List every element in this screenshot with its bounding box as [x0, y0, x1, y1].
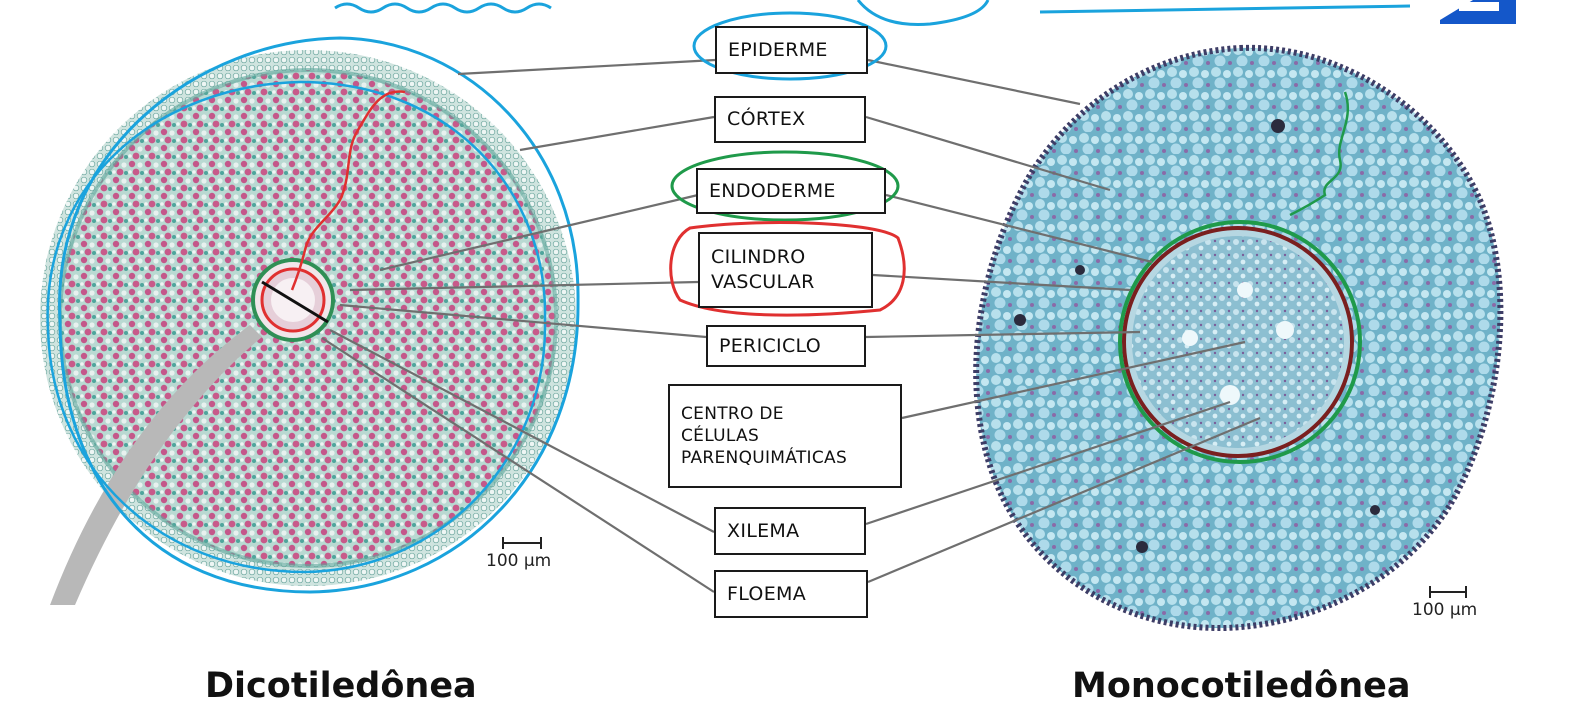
label-epiderme: EPIDERME: [715, 26, 868, 74]
annotation-arc-top: [856, 0, 990, 26]
brand-logo-notch: [1459, 2, 1499, 11]
label-endoderme: ENDODERME: [696, 168, 886, 214]
dicot-stain-streak: [50, 325, 262, 605]
label-cilindro-vascular: CILINDRO VASCULAR: [698, 232, 873, 308]
annotation-line-top: [1039, 4, 1411, 14]
dicot-scale-bar: [502, 537, 542, 549]
annotation-dicot-outer-blue: [58, 36, 580, 594]
annotation-monocot-green-squiggle: [1289, 91, 1350, 217]
leader-lines: [321, 58, 1261, 593]
annotation-monocot-green-ring: [1118, 220, 1362, 464]
label-periciclo: PERICICLO: [706, 325, 866, 367]
dicot-stem-section: [40, 50, 576, 605]
label-floema: FLOEMA: [714, 570, 868, 618]
label-centro-celulas-parenquimaticas: CENTRO DE CÉLULAS PARENQUIMÁTICAS: [668, 384, 902, 488]
label-xilema: XILEMA: [714, 507, 866, 555]
annotation-dicot-line: [261, 280, 329, 324]
annotation-scribble-top: [334, 2, 552, 14]
caption-monocotiledonea: Monocotiledônea: [1072, 666, 1411, 706]
dicot-scale-label: 100 µm: [486, 551, 552, 571]
monocot-central-core: [1132, 236, 1344, 448]
annotation-epiderme-blue-ellipse: [692, 11, 888, 81]
caption-dicotiledonea: Dicotiledônea: [205, 666, 477, 706]
monocot-scale-bar: [1429, 586, 1467, 598]
annotation-dicot-red-squiggle: [290, 90, 406, 291]
annotation-cilindro-red-outline: [669, 221, 906, 317]
annotation-endoderme-green-ellipse: [670, 150, 900, 222]
annotation-dicot-inner-blue: [46, 80, 547, 574]
label-cortex: CÓRTEX: [714, 96, 866, 143]
monocot-scale-label: 100 µm: [1412, 600, 1478, 620]
monocot-stem-section: [973, 44, 1504, 632]
